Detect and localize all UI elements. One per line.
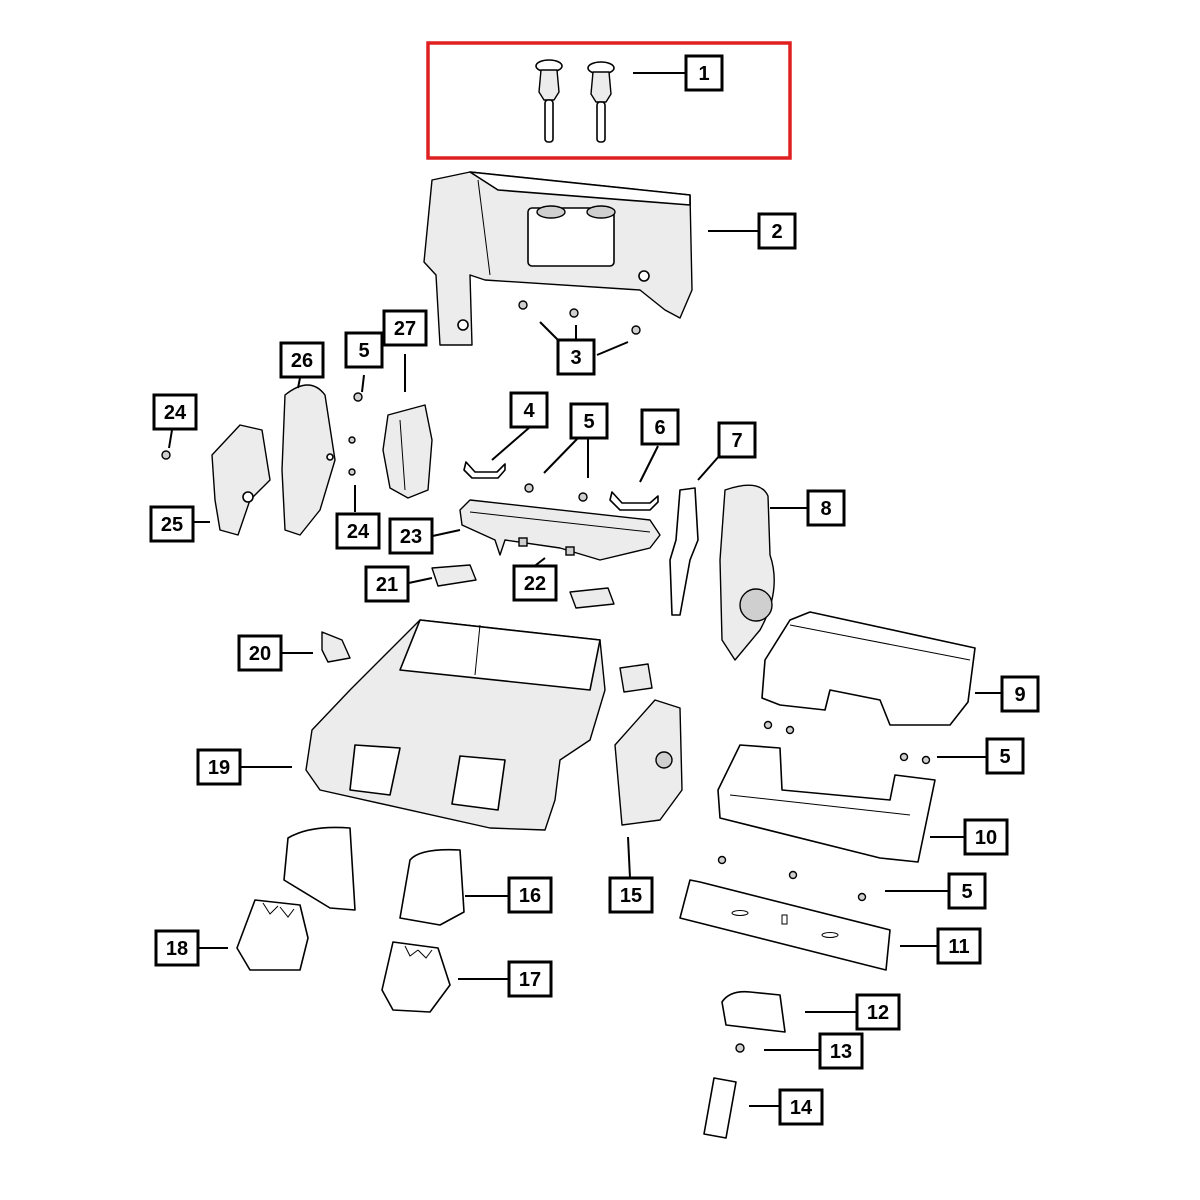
callout-13: 13 [818, 1032, 864, 1070]
part-3-screws[interactable] [518, 300, 641, 335]
callout-21: 21 [364, 565, 410, 603]
svg-text:13: 13 [830, 1041, 852, 1063]
callout-26: 26 [279, 341, 325, 379]
callout-5-lower: 5 [947, 872, 987, 910]
leader-lines [168, 72, 1002, 1107]
part-22-nuts[interactable] [518, 537, 575, 556]
callout-1: 1 [684, 54, 724, 92]
highlight-frame [426, 41, 792, 160]
svg-text:5: 5 [961, 881, 972, 903]
part-clip-right[interactable] [619, 663, 653, 693]
part-24-screw[interactable] [161, 450, 171, 460]
callout-4: 4 [509, 391, 549, 429]
callout-5-left: 5 [344, 331, 384, 369]
part-11-plate[interactable] [679, 879, 891, 971]
callout-18: 18 [154, 929, 200, 967]
callout-5-upper: 5 [569, 402, 609, 440]
svg-text:3: 3 [570, 347, 581, 369]
svg-text:5: 5 [358, 340, 369, 362]
svg-text:22: 22 [524, 573, 546, 595]
part-20-latch[interactable] [321, 631, 351, 663]
svg-text:23: 23 [400, 526, 422, 548]
svg-text:26: 26 [291, 350, 313, 372]
svg-text:24: 24 [347, 521, 370, 543]
callout-14: 14 [778, 1088, 824, 1126]
svg-text:11: 11 [948, 936, 969, 958]
part-18-cover[interactable] [236, 899, 309, 971]
part-16-flap[interactable] [399, 848, 465, 926]
callout-7: 7 [717, 421, 757, 459]
part-9-cushion-pad[interactable] [761, 611, 976, 726]
svg-text:5: 5 [999, 746, 1010, 768]
callout-9: 9 [1000, 675, 1040, 713]
part-5-screws-right[interactable] [763, 720, 931, 765]
svg-text:6: 6 [654, 417, 665, 439]
svg-text:1: 1 [698, 63, 709, 85]
svg-text:9: 9 [1014, 684, 1025, 706]
part-15-side-panel[interactable] [614, 699, 683, 826]
svg-text:20: 20 [249, 643, 271, 665]
svg-text:24: 24 [164, 402, 187, 424]
part-2-back-panel[interactable] [423, 171, 693, 346]
callout-25: 25 [149, 505, 195, 543]
svg-text:19: 19 [208, 757, 230, 779]
svg-text:8: 8 [820, 498, 831, 520]
callout-17: 17 [507, 960, 553, 998]
svg-text:27: 27 [394, 318, 416, 340]
svg-text:7: 7 [731, 430, 742, 452]
part-23-frame-bar[interactable] [459, 499, 661, 561]
callout-20: 20 [237, 634, 283, 672]
callout-22: 22 [512, 564, 558, 602]
callout-3: 3 [556, 338, 596, 376]
part-8-side-bolster[interactable] [719, 484, 775, 661]
svg-text:12: 12 [867, 1002, 889, 1024]
callout-19: 19 [196, 748, 242, 786]
svg-text:21: 21 [376, 574, 398, 596]
part-10-cushion-pan[interactable] [717, 744, 936, 863]
svg-text:15: 15 [620, 885, 642, 907]
svg-text:17: 17 [519, 969, 541, 991]
svg-text:18: 18 [166, 938, 188, 960]
callout-2: 2 [757, 212, 797, 250]
callout-6: 6 [640, 408, 680, 446]
part-25-hinge-cover[interactable] [211, 424, 271, 536]
part-26-side-cover[interactable] [281, 384, 336, 536]
part-27-latch-cover[interactable] [382, 404, 433, 499]
part-21-clips[interactable] [431, 564, 615, 609]
part-7-side-bracket[interactable] [669, 487, 699, 616]
part-flap-left[interactable] [283, 826, 356, 911]
svg-text:14: 14 [790, 1097, 813, 1119]
part-13-screw[interactable] [735, 1043, 745, 1053]
svg-text:16: 16 [519, 885, 541, 907]
svg-text:10: 10 [975, 827, 997, 849]
part-1-push-pins[interactable] [535, 59, 615, 143]
svg-text:4: 4 [523, 400, 535, 422]
callout-24-lower: 24 [335, 512, 381, 550]
part-6-bracket[interactable] [609, 491, 659, 511]
svg-text:25: 25 [161, 514, 183, 536]
callout-15: 15 [608, 876, 654, 914]
part-12-cover[interactable] [721, 990, 786, 1033]
callout-27: 27 [382, 309, 428, 347]
part-24-screws-lower[interactable] [348, 436, 356, 476]
part-14-pad[interactable] [703, 1077, 737, 1139]
part-19-seat-cushion[interactable] [305, 619, 606, 831]
part-5-screws-upper[interactable] [353, 392, 588, 502]
callout-24-upper: 24 [152, 393, 198, 431]
callout-23: 23 [388, 517, 434, 555]
svg-text:5: 5 [583, 411, 594, 433]
part-4-bracket[interactable] [463, 461, 506, 479]
callout-8: 8 [806, 489, 846, 527]
part-5-screws-lower[interactable] [717, 855, 867, 902]
svg-text:2: 2 [771, 221, 782, 243]
callout-10: 10 [963, 818, 1009, 856]
part-17-cover[interactable] [381, 941, 451, 1013]
callout-16: 16 [507, 876, 553, 914]
callout-11: 11 [936, 927, 982, 965]
callout-5-right: 5 [985, 737, 1025, 775]
callout-12: 12 [855, 993, 901, 1031]
